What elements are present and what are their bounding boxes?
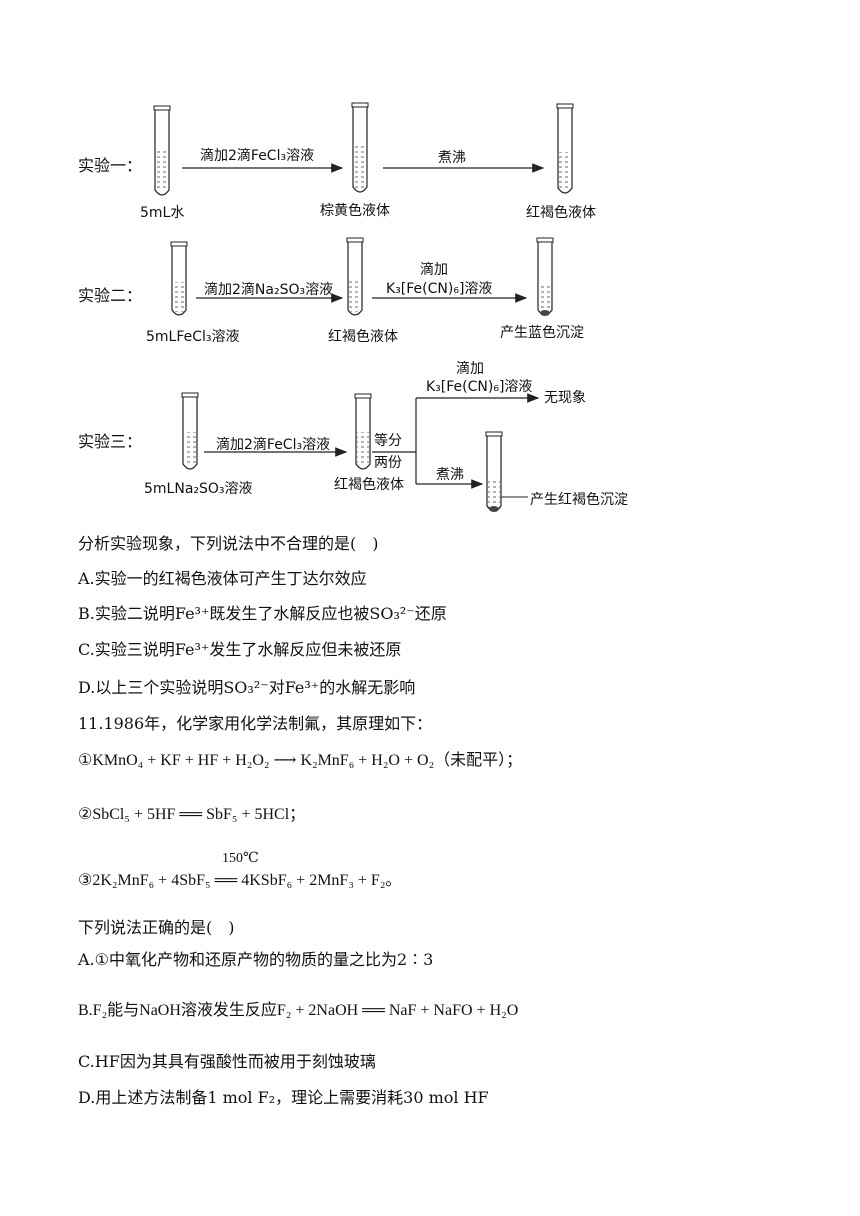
q10-option-d: D.以上三个实验说明SO₃²⁻对Fe³⁺的水解无影响 — [78, 678, 416, 697]
q10-option-a: A.实验一的红褐色液体可产生丁达尔效应 — [78, 569, 367, 588]
exp1-arrow2-text: 煮沸 — [438, 150, 466, 166]
q10-option-b: B.实验二说明Fe³⁺既发生了水解反应也被SO₃²⁻还原 — [78, 604, 447, 623]
exp3-tube1-caption: 5mLNa₂SO₃溶液 — [144, 481, 253, 497]
exp2-arrow1-text: 滴加2滴Na₂SO₃溶液 — [204, 282, 334, 298]
exp2-tube2-caption: 红褐色液体 — [328, 329, 398, 345]
exp1-tube-red — [556, 103, 574, 194]
q11-reaction-3: ③2K₂MnF₆ + 4SbF₅ ══ 4KSbF₆ + 2MnF₃ + F₂。 — [78, 872, 402, 889]
exp1-tube-brown — [351, 102, 369, 193]
exp3-tube2-caption: 红褐色液体 — [334, 477, 404, 493]
exp1-tube-water — [153, 105, 171, 196]
q11-reaction-2: ②SbCl₅ + 5HF ══ SbF₅ + 5HCl； — [78, 806, 306, 823]
q11-option-d: D.用上述方法制备1 mol F₂，理论上需要消耗30 mol HF — [78, 1088, 489, 1107]
exp1-tube2-caption: 棕黄色液体 — [320, 203, 390, 219]
q11-reaction-1: ①KMnO₄ + KF + HF + H₂O₂ ⟶ K₂MnF₆ + H₂O +… — [78, 752, 523, 769]
q11-question: 下列说法正确的是( ) — [78, 918, 235, 937]
exp1-tube3-caption: 红褐色液体 — [526, 205, 596, 221]
exp3-tube-na2so3 — [181, 392, 199, 470]
exp3-lower-text: 煮沸 — [436, 467, 464, 483]
q11-stem: 11.1986年，化学家用化学法制氟，其原理如下： — [78, 714, 433, 733]
exp2-arrow2-text: K₃[Fe(CN)₆]溶液 — [386, 281, 493, 297]
q11-option-a: A.①中氧化产物和还原产物的物质的量之比为2∶3 — [78, 950, 434, 969]
exp3-upper-result: 无现象 — [544, 390, 586, 406]
exp2-label: 实验二： — [78, 286, 143, 305]
exp3-arrow1-text: 滴加2滴FeCl₃溶液 — [216, 437, 331, 453]
q11-option-c: C.HF因为其具有强酸性而被用于刻蚀玻璃 — [78, 1052, 376, 1071]
q11-reaction-3-condition: 150℃ — [222, 851, 259, 866]
exp3-upper-text-top: 滴加 — [456, 361, 484, 377]
experiment-diagram — [153, 102, 574, 512]
exp1-label: 实验一： — [78, 156, 143, 175]
exp1-arrow1-text: 滴加2滴FeCl₃溶液 — [200, 148, 315, 164]
exp3-upper-text: K₃[Fe(CN)₆]溶液 — [426, 379, 533, 395]
exp3-label: 实验三： — [78, 432, 143, 451]
exp2-tube1-caption: 5mLFeCl₃溶液 — [146, 329, 240, 345]
exp3-tube-red-precipitate — [485, 431, 503, 512]
exp2-tube3-caption: 产生蓝色沉淀 — [500, 325, 584, 341]
exp3-tube-red — [354, 393, 372, 470]
exp2-arrow2-text-top: 滴加 — [420, 262, 448, 278]
exp3-split-text-2: 两份 — [374, 455, 402, 471]
exp1-tube1-caption: 5mL水 — [140, 205, 185, 221]
q11-option-b: B.F₂能与NaOH溶液发生反应F₂ + 2NaOH ══ NaF + NaFO… — [78, 1002, 519, 1019]
exp2-tube-blue-precipitate — [536, 237, 554, 316]
exp2-tube-red — [346, 237, 364, 316]
exp3-split-text-1: 等分 — [374, 433, 402, 449]
exp3-lower-result: 产生红褐色沉淀 — [530, 492, 628, 508]
exp2-tube-fecl3 — [170, 241, 188, 316]
q10-option-c: C.实验三说明Fe³⁺发生了水解反应但未被还原 — [78, 640, 402, 659]
q10-stem: 分析实验现象，下列说法中不合理的是( ) — [78, 534, 379, 553]
